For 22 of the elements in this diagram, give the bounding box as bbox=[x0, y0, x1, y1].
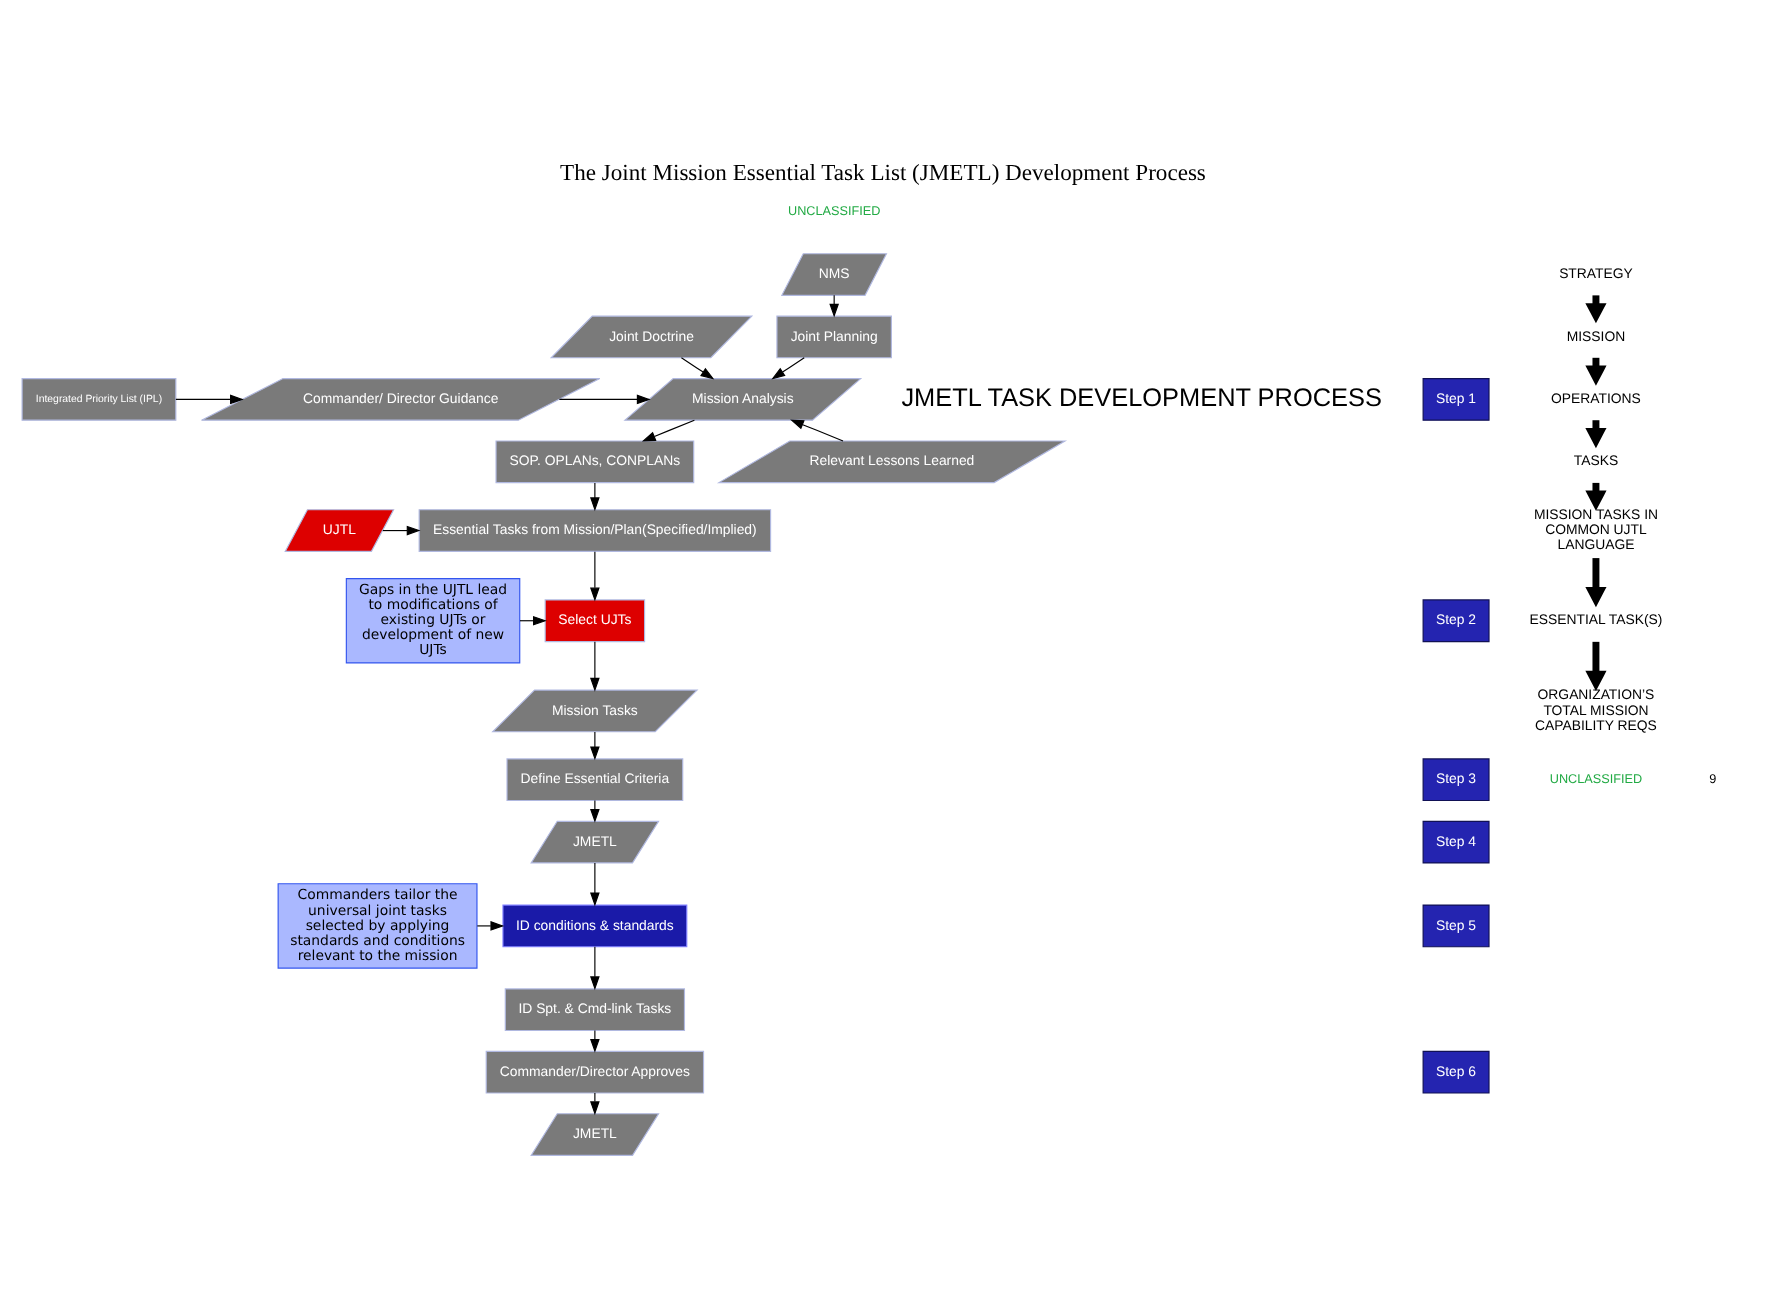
arrow bbox=[590, 641, 600, 692]
arrow bbox=[590, 731, 600, 761]
arrow bbox=[790, 419, 844, 442]
diagram-title: The Joint Mission Essential Task List (JMETL) Development Process bbox=[560, 161, 1206, 186]
arrow bbox=[590, 946, 600, 991]
arrow bbox=[558, 394, 651, 405]
label: JMETL TASK DEVELOPMENT PROCESS bbox=[901, 381, 1382, 412]
arrow bbox=[590, 1092, 600, 1116]
arrow bbox=[382, 525, 421, 536]
arrow bbox=[771, 357, 805, 380]
arrow bbox=[641, 419, 695, 442]
arrow bbox=[590, 482, 600, 512]
arrow bbox=[476, 921, 505, 931]
arrow bbox=[590, 1030, 600, 1053]
arrow bbox=[175, 394, 244, 405]
arrow bbox=[590, 799, 600, 823]
arrow bbox=[1585, 558, 1607, 608]
arrow bbox=[829, 294, 840, 318]
arrow bbox=[680, 357, 715, 380]
arrow bbox=[590, 862, 600, 907]
arrow bbox=[1585, 641, 1607, 692]
arrow bbox=[590, 551, 600, 602]
